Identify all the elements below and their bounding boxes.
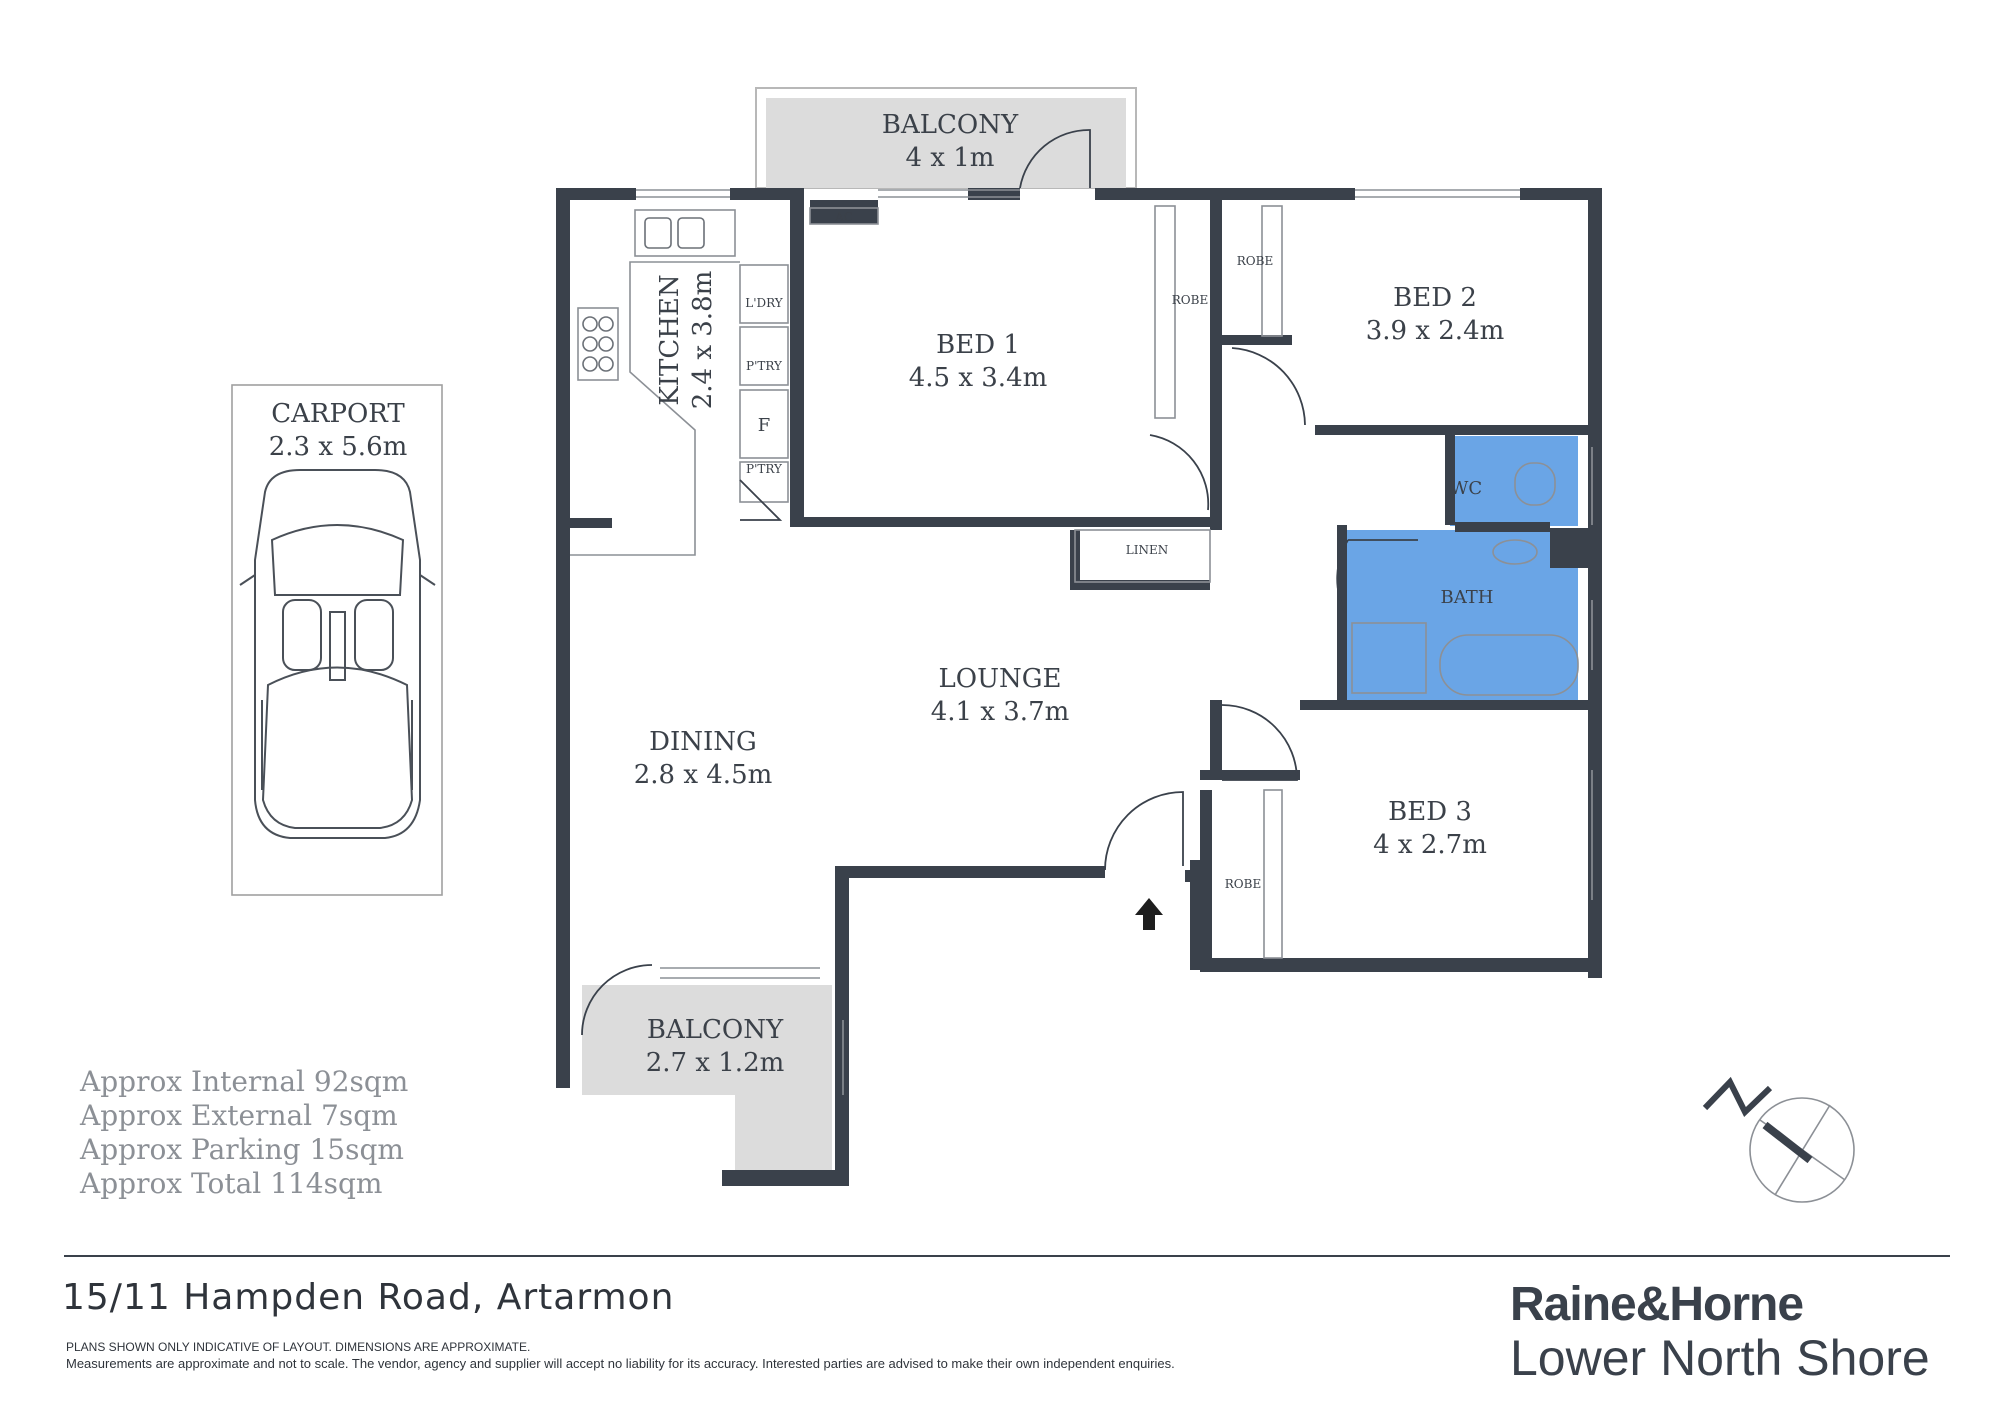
cooktop [582,316,614,372]
fixture-label-laundry: L'DRY [745,296,784,310]
footer-divider [64,1255,1950,1257]
disclaimer-line-2: Measurements are approximate and not to … [66,1356,1175,1371]
svg-text:KITCHEN: KITCHEN [655,274,685,405]
fixture-label-bath: BATH [1441,587,1494,608]
agency-name: Raine&Horne [1510,1278,1804,1331]
fixture-label-fridge: F [758,415,771,436]
room-label-bed3: BED 3 4 x 2.7m [1373,797,1487,860]
svg-text:BALCONY: BALCONY [882,110,1019,140]
room-label-balcony-top: BALCONY 4 x 1m [882,110,1019,173]
area-internal: Approx Internal 92sqm [80,1065,409,1098]
doors [581,129,1418,1036]
balcony-bottom [582,985,832,1172]
area-parking: Approx Parking 15sqm [80,1133,404,1166]
floor-plan-drawing: BALCONY 4 x 1m KITCHEN 2.4 x 3.8m BED 1 … [231,87,1855,1203]
property-address: 15/11 Hampden Road, Artarmon [62,1277,675,1318]
svg-text:2.7 x 1.2m: 2.7 x 1.2m [646,1048,785,1078]
room-label-kitchen: KITCHEN 2.4 x 3.8m [655,271,718,410]
fixture-label-robe-bed2: ROBE [1237,254,1273,268]
svg-text:4 x 1m: 4 x 1m [906,143,995,173]
agency-logo: Raine&Horne Lower North Shore [1510,1278,1950,1386]
room-label-bed1: BED 1 4.5 x 3.4m [909,330,1048,393]
car-icon [239,469,436,839]
fixture-label-linen: LINEN [1126,543,1168,557]
svg-text:BALCONY: BALCONY [647,1015,784,1045]
area-total: Approx Total 114sqm [80,1167,383,1200]
walls [556,188,1602,1186]
room-label-carport: CARPORT 2.3 x 5.6m [269,399,408,462]
wet-areas [1342,436,1578,700]
svg-text:4.1 x 3.7m: 4.1 x 3.7m [931,697,1070,727]
svg-text:4 x 2.7m: 4 x 2.7m [1373,830,1487,860]
area-external: Approx External 7sqm [80,1099,398,1132]
fixture-label-robe-bed3: ROBE [1225,877,1261,891]
svg-text:2.3 x 5.6m: 2.3 x 5.6m [269,432,408,462]
svg-text:DINING: DINING [649,727,757,757]
entry-arrow-icon [1135,898,1163,930]
fixture-label-ac: AC [834,210,853,224]
svg-text:4.5 x 3.4m: 4.5 x 3.4m [909,363,1048,393]
kitchen-sink [644,217,705,249]
svg-text:LOUNGE: LOUNGE [939,664,1062,694]
north-compass-icon [1702,1076,1855,1203]
fixture-label-wc: WC [1450,478,1482,499]
agency-office: Lower North Shore [1510,1330,1930,1386]
disclaimer-line-1: PLANS SHOWN ONLY INDICATIVE OF LAYOUT. D… [66,1340,531,1354]
svg-text:3.9 x 2.4m: 3.9 x 2.4m [1366,316,1505,346]
carport-outline [231,384,443,896]
svg-text:2.8 x 4.5m: 2.8 x 4.5m [634,760,773,790]
svg-text:BED 2: BED 2 [1393,283,1477,313]
svg-text:2.4 x 3.8m: 2.4 x 3.8m [688,271,718,410]
room-label-dining: DINING 2.8 x 4.5m [634,727,773,790]
room-label-lounge: LOUNGE 4.1 x 3.7m [931,664,1070,727]
fixture-label-pantry-1: P'TRY [746,359,783,373]
room-label-balcony-bottom: BALCONY 2.7 x 1.2m [646,1015,785,1078]
fixture-label-pantry-2: P'TRY [746,462,783,476]
fixture-label-robe-bed1: ROBE [1172,293,1208,307]
svg-text:CARPORT: CARPORT [271,399,405,429]
room-label-bed2: BED 2 3.9 x 2.4m [1366,283,1505,346]
area-summary: Approx Internal 92sqm Approx External 7s… [80,1065,408,1201]
svg-text:BED 1: BED 1 [936,330,1020,360]
balcony-top [755,87,1137,189]
thin-lines [570,189,1593,1095]
svg-text:BED 3: BED 3 [1388,797,1472,827]
